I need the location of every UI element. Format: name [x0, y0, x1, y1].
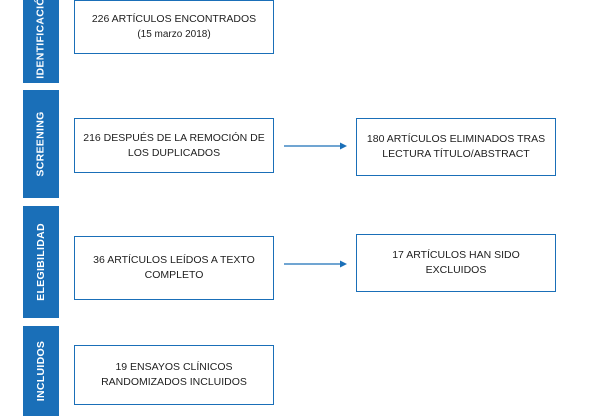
box-articles-removed-line1: 180 ARTÍCULOS ELIMINADOS TRAS — [366, 133, 546, 145]
stage-label-incluidos: INCLUIDOS — [35, 340, 48, 402]
box-included-trials-line2: RANDOMIZADOS INCLUIDOS — [101, 376, 247, 388]
stage-identificacion: IDENTIFICACIÓN — [23, 0, 59, 83]
arrow-to-removed — [284, 142, 347, 150]
box-fulltext-read: 36 ARTÍCULOS LEÍDOS A TEXTO COMPLETO — [74, 236, 274, 300]
stage-incluidos: INCLUIDOS — [23, 326, 59, 416]
box-fulltext-read-line2: COMPLETO — [144, 269, 204, 281]
box-articles-found-line1: 226 ARTÍCULOS ENCONTRADOS — [91, 13, 257, 25]
stage-label-elegibilidad: ELEGIBILIDAD — [35, 223, 47, 301]
box-included-trials-line1: 19 ENSAYOS CLÍNICOS — [115, 361, 233, 373]
box-articles-found-date: (15 marzo 2018) — [137, 29, 211, 40]
arrow-to-excluded — [284, 260, 347, 268]
box-articles-excluded-line1: 17 ARTÍCULOS HAN SIDO — [392, 249, 520, 261]
stage-label-identificacion: IDENTIFICACIÓN — [35, 0, 47, 79]
stage-screening: SCREENING — [23, 90, 59, 198]
box-after-duplicates-line2: LOS DUPLICADOS — [127, 146, 221, 159]
stage-label-screening: SCREENING — [35, 111, 48, 177]
box-fulltext-read-line1: 36 ARTÍCULOS LEÍDOS A TEXTO — [93, 254, 255, 266]
box-articles-removed: 180 ARTÍCULOS ELIMINADOS TRAS LECTURA TÍ… — [356, 118, 556, 176]
box-articles-removed-line2: LECTURA TÍTULO/ABSTRACT — [382, 148, 530, 160]
box-included-trials: 19 ENSAYOS CLÍNICOS RANDOMIZADOS INCLUID… — [74, 345, 274, 405]
box-articles-excluded: 17 ARTÍCULOS HAN SIDO EXCLUIDOS — [356, 234, 556, 292]
stage-elegibilidad: ELEGIBILIDAD — [23, 206, 59, 318]
box-after-duplicates-line1: 216 DESPUÉS DE LA REMOCIÓN DE — [83, 131, 265, 144]
box-after-duplicates: 216 DESPUÉS DE LA REMOCIÓN DE LOS DUPLIC… — [74, 118, 274, 173]
box-articles-excluded-line2: EXCLUIDOS — [425, 264, 487, 276]
box-articles-found: 226 ARTÍCULOS ENCONTRADOS (15 marzo 2018… — [74, 0, 274, 54]
